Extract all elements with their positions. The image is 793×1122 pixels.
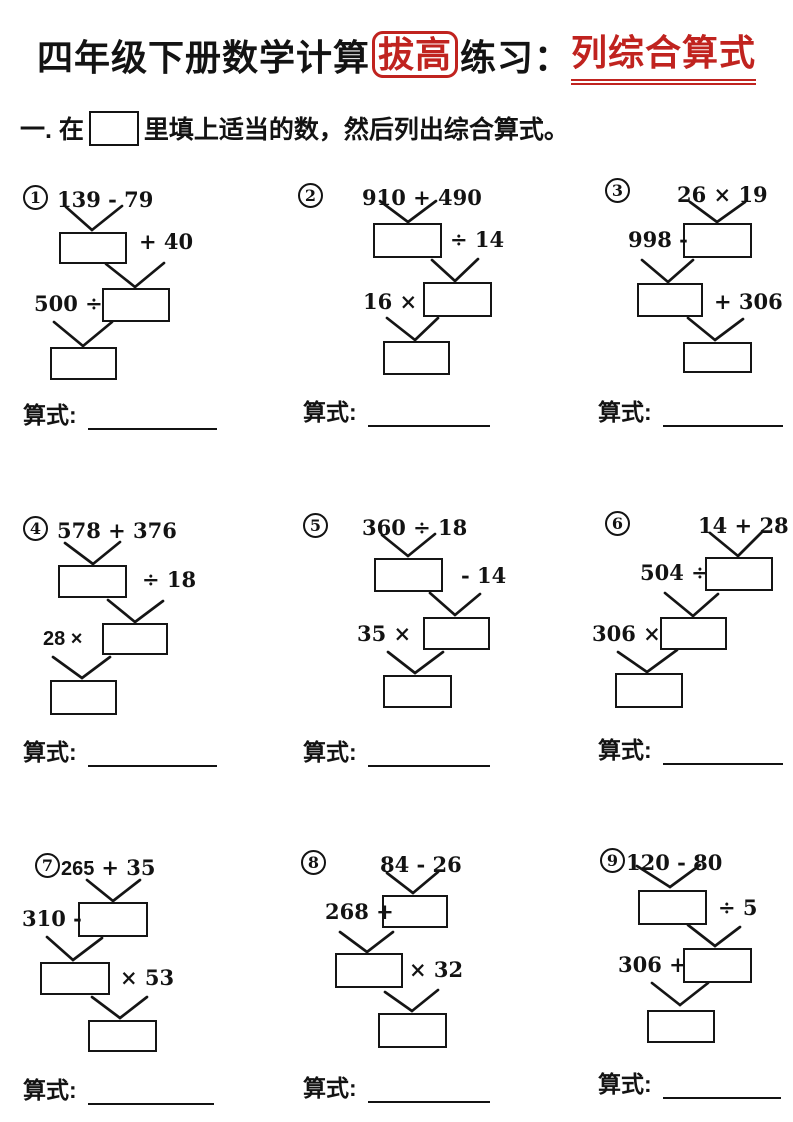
problem-3-op1: 998 - (628, 227, 688, 252)
problem-3-op2: + 306 (714, 289, 783, 314)
problem-9-badge: 9 (600, 848, 625, 873)
problem-7-equation-line[interactable] (88, 1078, 214, 1105)
title-prefix: 四年级下册数学计算 (36, 36, 370, 78)
problem-4-badge: 4 (23, 516, 48, 541)
problem-9-expression: 120 - 80 (626, 850, 723, 875)
problem-7-answer-box-1[interactable] (78, 902, 148, 937)
problem-8-equation-label: 算式: (303, 1075, 357, 1101)
problem-3-expression: 26 × 19 (677, 182, 768, 207)
problem-4-expression: 578 + 376 (57, 518, 177, 543)
problem-2-op2: 16 × (363, 289, 418, 314)
problem-3-badge: 3 (605, 178, 630, 203)
problem-6-answer-box-1[interactable] (705, 557, 773, 591)
problem-4-answer-box-3[interactable] (50, 680, 117, 715)
problem-7-op2: × 53 (120, 965, 175, 990)
problem-5-equation-label: 算式: (303, 739, 357, 765)
problem-4-answer-box-2[interactable] (102, 623, 168, 655)
problem-4-equation-line[interactable] (88, 740, 217, 767)
problem-7-equation-label: 算式: (23, 1077, 77, 1103)
problem-5-op2: 35 × (357, 621, 412, 646)
problem-6-equation-line[interactable] (663, 738, 783, 765)
problem-9-equation-line[interactable] (663, 1072, 781, 1099)
problem-7-answer-box-3[interactable] (88, 1020, 157, 1052)
problem-2-equation-line[interactable] (368, 400, 490, 427)
problem-6-answer-box-3[interactable] (615, 673, 683, 708)
section-instruction: 一. 在 里填上适当的数，然后列出综合算式。 (20, 110, 569, 146)
page-title: 四年级下册数学计算拔高练习：列综合算式 (0, 24, 793, 85)
problem-1-expression: 139 - 79 (57, 187, 154, 212)
problem-8-op1: 268 + (325, 899, 394, 924)
problem-7-badge: 7 (35, 853, 60, 878)
problem-2-equation-label: 算式: (303, 399, 357, 425)
problem-7-expression-bold: 265 (61, 858, 95, 880)
problem-3-equation-line[interactable] (663, 400, 783, 427)
problem-8-answer-box-1[interactable] (382, 895, 448, 928)
problem-2-op1: ÷ 14 (450, 227, 505, 252)
problem-9-answer-box-3[interactable] (647, 1010, 715, 1043)
problem-2-expression: 910 + 490 (362, 185, 482, 210)
problem-5-answer-box-2[interactable] (423, 617, 490, 650)
problem-3-equation-label: 算式: (598, 399, 652, 425)
problem-7-expression: 265 + 35 (61, 855, 156, 881)
problem-6-badge: 6 (605, 511, 630, 536)
problem-1-answer-box-3[interactable] (50, 347, 117, 380)
problem-9-answer-box-1[interactable] (638, 890, 707, 925)
problem-5-expression: 360 ÷ 18 (362, 515, 468, 540)
title-middle: 练习： (460, 36, 572, 78)
problem-6-op1: 504 ÷ (640, 560, 709, 585)
problem-7-expression-rest: + 35 (101, 855, 156, 880)
problem-9-answer-box-2[interactable] (683, 948, 752, 983)
problem-1-equation-label: 算式: (23, 402, 77, 428)
problem-1-answer-box-2[interactable] (102, 288, 170, 322)
problem-2-badge: 2 (298, 183, 323, 208)
problem-1-op1: + 40 (139, 229, 194, 254)
instruction-prefix: 一. 在 (20, 116, 84, 144)
problem-1-op2: 500 ÷ (34, 291, 103, 316)
problem-5-badge: 5 (303, 513, 328, 538)
problem-2-answer-box-1[interactable] (373, 223, 442, 258)
problem-8-op2: × 32 (409, 957, 464, 982)
problem-1-equation-line[interactable] (88, 403, 217, 430)
problem-9-equation-label: 算式: (598, 1071, 652, 1097)
problem-9-op1: ÷ 5 (718, 895, 758, 920)
problem-6-answer-box-2[interactable] (660, 617, 727, 650)
instruction-suffix: 里填上适当的数，然后列出综合算式。 (143, 116, 569, 144)
problem-6-expression: 14 + 28 (698, 513, 789, 538)
problem-5-answer-box-3[interactable] (383, 675, 452, 708)
problem-8-expression: 84 - 26 (380, 852, 462, 877)
problem-1-answer-box-1[interactable] (59, 232, 127, 264)
problem-3-answer-box-3[interactable] (683, 342, 752, 373)
instruction-example-box (88, 110, 139, 146)
problem-3-answer-box-2[interactable] (637, 283, 703, 317)
problem-4-op2: 28 × (43, 628, 83, 650)
problem-9-op2: 306 + (618, 952, 687, 977)
title-boxed-highlight: 拔高 (371, 30, 458, 79)
problem-8-answer-box-2[interactable] (335, 953, 403, 988)
title-underlined-highlight: 列综合算式 (571, 24, 757, 85)
problem-6-equation-label: 算式: (598, 737, 652, 763)
problem-1-badge: 1 (23, 185, 48, 210)
problem-6-op2: 306 × (592, 621, 661, 646)
problem-4-answer-box-1[interactable] (58, 565, 127, 598)
problem-5-equation-line[interactable] (368, 740, 490, 767)
problem-8-equation-line[interactable] (368, 1076, 490, 1103)
problem-7-answer-box-2[interactable] (40, 962, 110, 995)
problem-7-op1: 310 - (22, 906, 82, 931)
problem-2-answer-box-3[interactable] (383, 341, 450, 375)
problem-8-answer-box-3[interactable] (378, 1013, 447, 1048)
problem-5-answer-box-1[interactable] (374, 558, 443, 592)
problem-4-equation-label: 算式: (23, 739, 77, 765)
problem-2-answer-box-2[interactable] (423, 282, 492, 317)
problem-4-op1: ÷ 18 (142, 567, 197, 592)
problem-5-op1: - 14 (461, 563, 507, 588)
problem-3-answer-box-1[interactable] (683, 223, 752, 258)
problem-8-badge: 8 (301, 850, 326, 875)
